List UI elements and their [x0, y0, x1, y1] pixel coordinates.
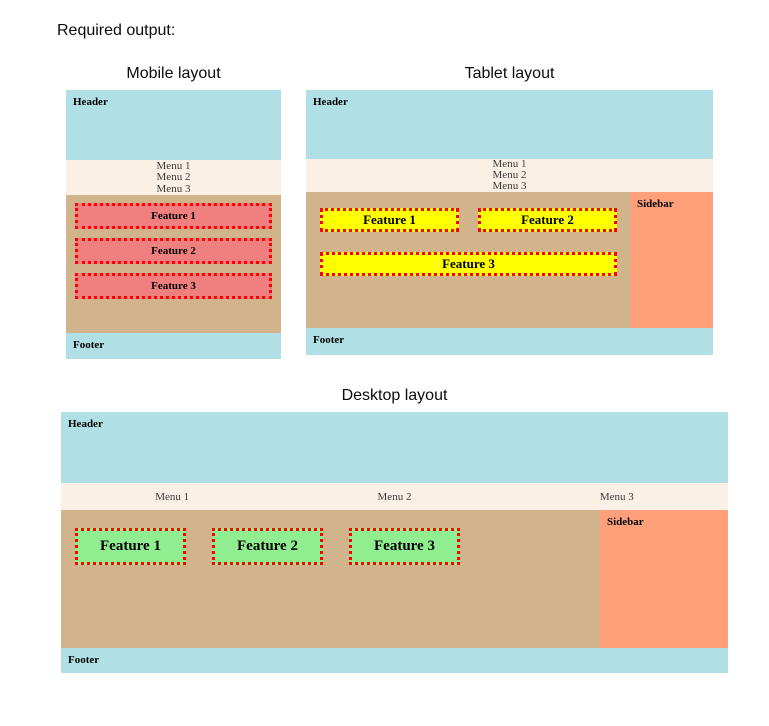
- tablet-sidebar: Sidebar: [630, 192, 713, 328]
- tablet-menu-item-3: Menu 3: [492, 180, 527, 192]
- desktop-layout: Desktop layout Header Menu 1 Menu 2 Menu…: [61, 386, 728, 673]
- desktop-feature-3: Feature 3: [349, 528, 460, 565]
- mobile-feature-1: Feature 1: [75, 203, 272, 229]
- mobile-menu: Menu 1 Menu 2 Menu 3: [66, 160, 281, 195]
- tablet-main: Feature 1 Feature 2 Feature 3: [306, 192, 630, 328]
- mobile-feature-3: Feature 3: [75, 273, 272, 299]
- tablet-menu-item-2: Menu 2: [492, 169, 527, 181]
- tablet-layout-box: Header Menu 1 Menu 2 Menu 3 Feature 1 Fe…: [306, 90, 713, 355]
- tablet-feature-3: Feature 3: [320, 252, 617, 276]
- mobile-layout: Mobile layout Header Menu 1 Menu 2 Menu …: [66, 64, 281, 359]
- desktop-main: Feature 1 Feature 2 Feature 3: [61, 510, 600, 648]
- desktop-feature-2: Feature 2: [212, 528, 323, 565]
- page-heading: Required output:: [57, 22, 176, 39]
- mobile-menu-item-1: Menu 1: [156, 159, 191, 172]
- desktop-footer: Footer: [61, 648, 728, 673]
- tablet-content: Feature 1 Feature 2 Feature 3 Sidebar: [306, 192, 713, 328]
- desktop-menu-item-2: Menu 2: [377, 490, 412, 503]
- desktop-menu-item-1: Menu 1: [155, 490, 190, 503]
- desktop-sidebar: Sidebar: [600, 510, 728, 648]
- desktop-layout-title: Desktop layout: [341, 387, 448, 404]
- tablet-layout-title: Tablet layout: [464, 65, 555, 82]
- tablet-footer: Footer: [306, 328, 713, 355]
- tablet-menu: Menu 1 Menu 2 Menu 3: [306, 159, 713, 192]
- mobile-menu-item-3: Menu 3: [156, 182, 191, 195]
- mobile-content: Feature 1 Feature 2 Feature 3: [66, 195, 281, 333]
- mobile-layout-title: Mobile layout: [126, 65, 221, 82]
- desktop-layout-box: Header Menu 1 Menu 2 Menu 3 Feature 1 Fe…: [61, 412, 728, 673]
- tablet-header: Header: [306, 90, 713, 159]
- mobile-footer: Footer: [66, 333, 281, 359]
- mobile-header: Header: [66, 90, 281, 160]
- tablet-menu-item-1: Menu 1: [492, 158, 527, 170]
- mobile-menu-item-2: Menu 2: [156, 171, 191, 183]
- mobile-layout-box: Header Menu 1 Menu 2 Menu 3 Feature 1 Fe…: [66, 90, 281, 359]
- tablet-feature-1: Feature 1: [320, 208, 459, 232]
- desktop-menu-item-3: Menu 3: [599, 490, 634, 503]
- desktop-content: Feature 1 Feature 2 Feature 3 Sidebar: [61, 510, 728, 648]
- tablet-layout: Tablet layout Header Menu 1 Menu 2 Menu …: [306, 64, 713, 355]
- desktop-menu: Menu 1 Menu 2 Menu 3: [61, 483, 728, 510]
- mobile-feature-2: Feature 2: [75, 238, 272, 264]
- desktop-header: Header: [61, 412, 728, 483]
- desktop-feature-1: Feature 1: [75, 528, 186, 565]
- tablet-feature-2: Feature 2: [478, 208, 617, 232]
- mobile-main: Feature 1 Feature 2 Feature 3: [66, 195, 281, 333]
